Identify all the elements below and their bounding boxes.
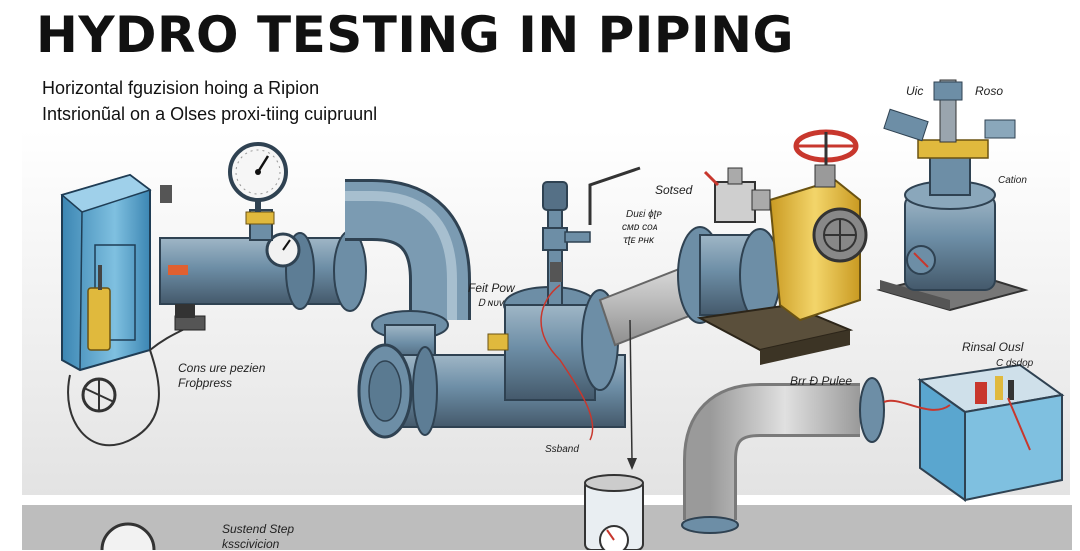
label-gauge-note-2: ᴄᴍᴅ ᴄᴏᴀ [622,222,658,233]
label-gauge-note-3: ꚍʈᴇ ᴘʜᴋ [622,235,654,246]
label-fest-pow: Feit Pow [468,281,515,295]
label-kscinvicion: ksscivicion [222,537,280,551]
label-fropress: Froþpress [178,376,233,390]
inline-pressure-gauge-icon [265,232,301,268]
label-ssband: Ssband [545,444,579,455]
diagram-title: HYDRO TESTING IN PIPING [36,6,794,64]
label-gauge-note-1: Duɛi ɸʈᴘ [626,209,662,220]
label-roso: Roso [975,84,1004,98]
pump-handwheel-icon [81,377,117,413]
standalone-gate-valve [876,79,1029,312]
label-brr-plee: Brr Ɖ Pulee [790,374,853,388]
actuator-icon [703,167,771,223]
subtitle-line-1: Horizontal fguzision hoing a Ripion [42,78,320,98]
label-rinsal-ousl: Rinsal Ousl [962,340,1024,354]
bottom-band [22,505,1072,550]
pressure-gauge-icon [228,142,288,202]
label-c-dsdop: C dsdop [996,358,1034,369]
subtitle-line-2: Intsrionũal on a Olses proxi-tiing cuipr… [42,104,378,124]
label-uic: Uic [906,84,924,98]
inlet-pipe [159,237,351,305]
label-d-nuv: Ꭰ ɴᴜᴠ [478,298,504,309]
label-conservation: Cons ure pezien [178,361,266,375]
label-cation: Cation [998,175,1027,186]
hydro-test-pump [60,173,172,372]
yellow-pump-body [768,178,868,322]
test-gauge-icon [584,474,644,550]
label-sotsed: Sotsed [655,183,693,197]
band-gauge-icon [100,522,156,550]
control-panel-box [917,363,1065,502]
red-handwheel-icon[interactable] [793,129,859,165]
label-sustend-step: Sustend Step [222,522,295,536]
